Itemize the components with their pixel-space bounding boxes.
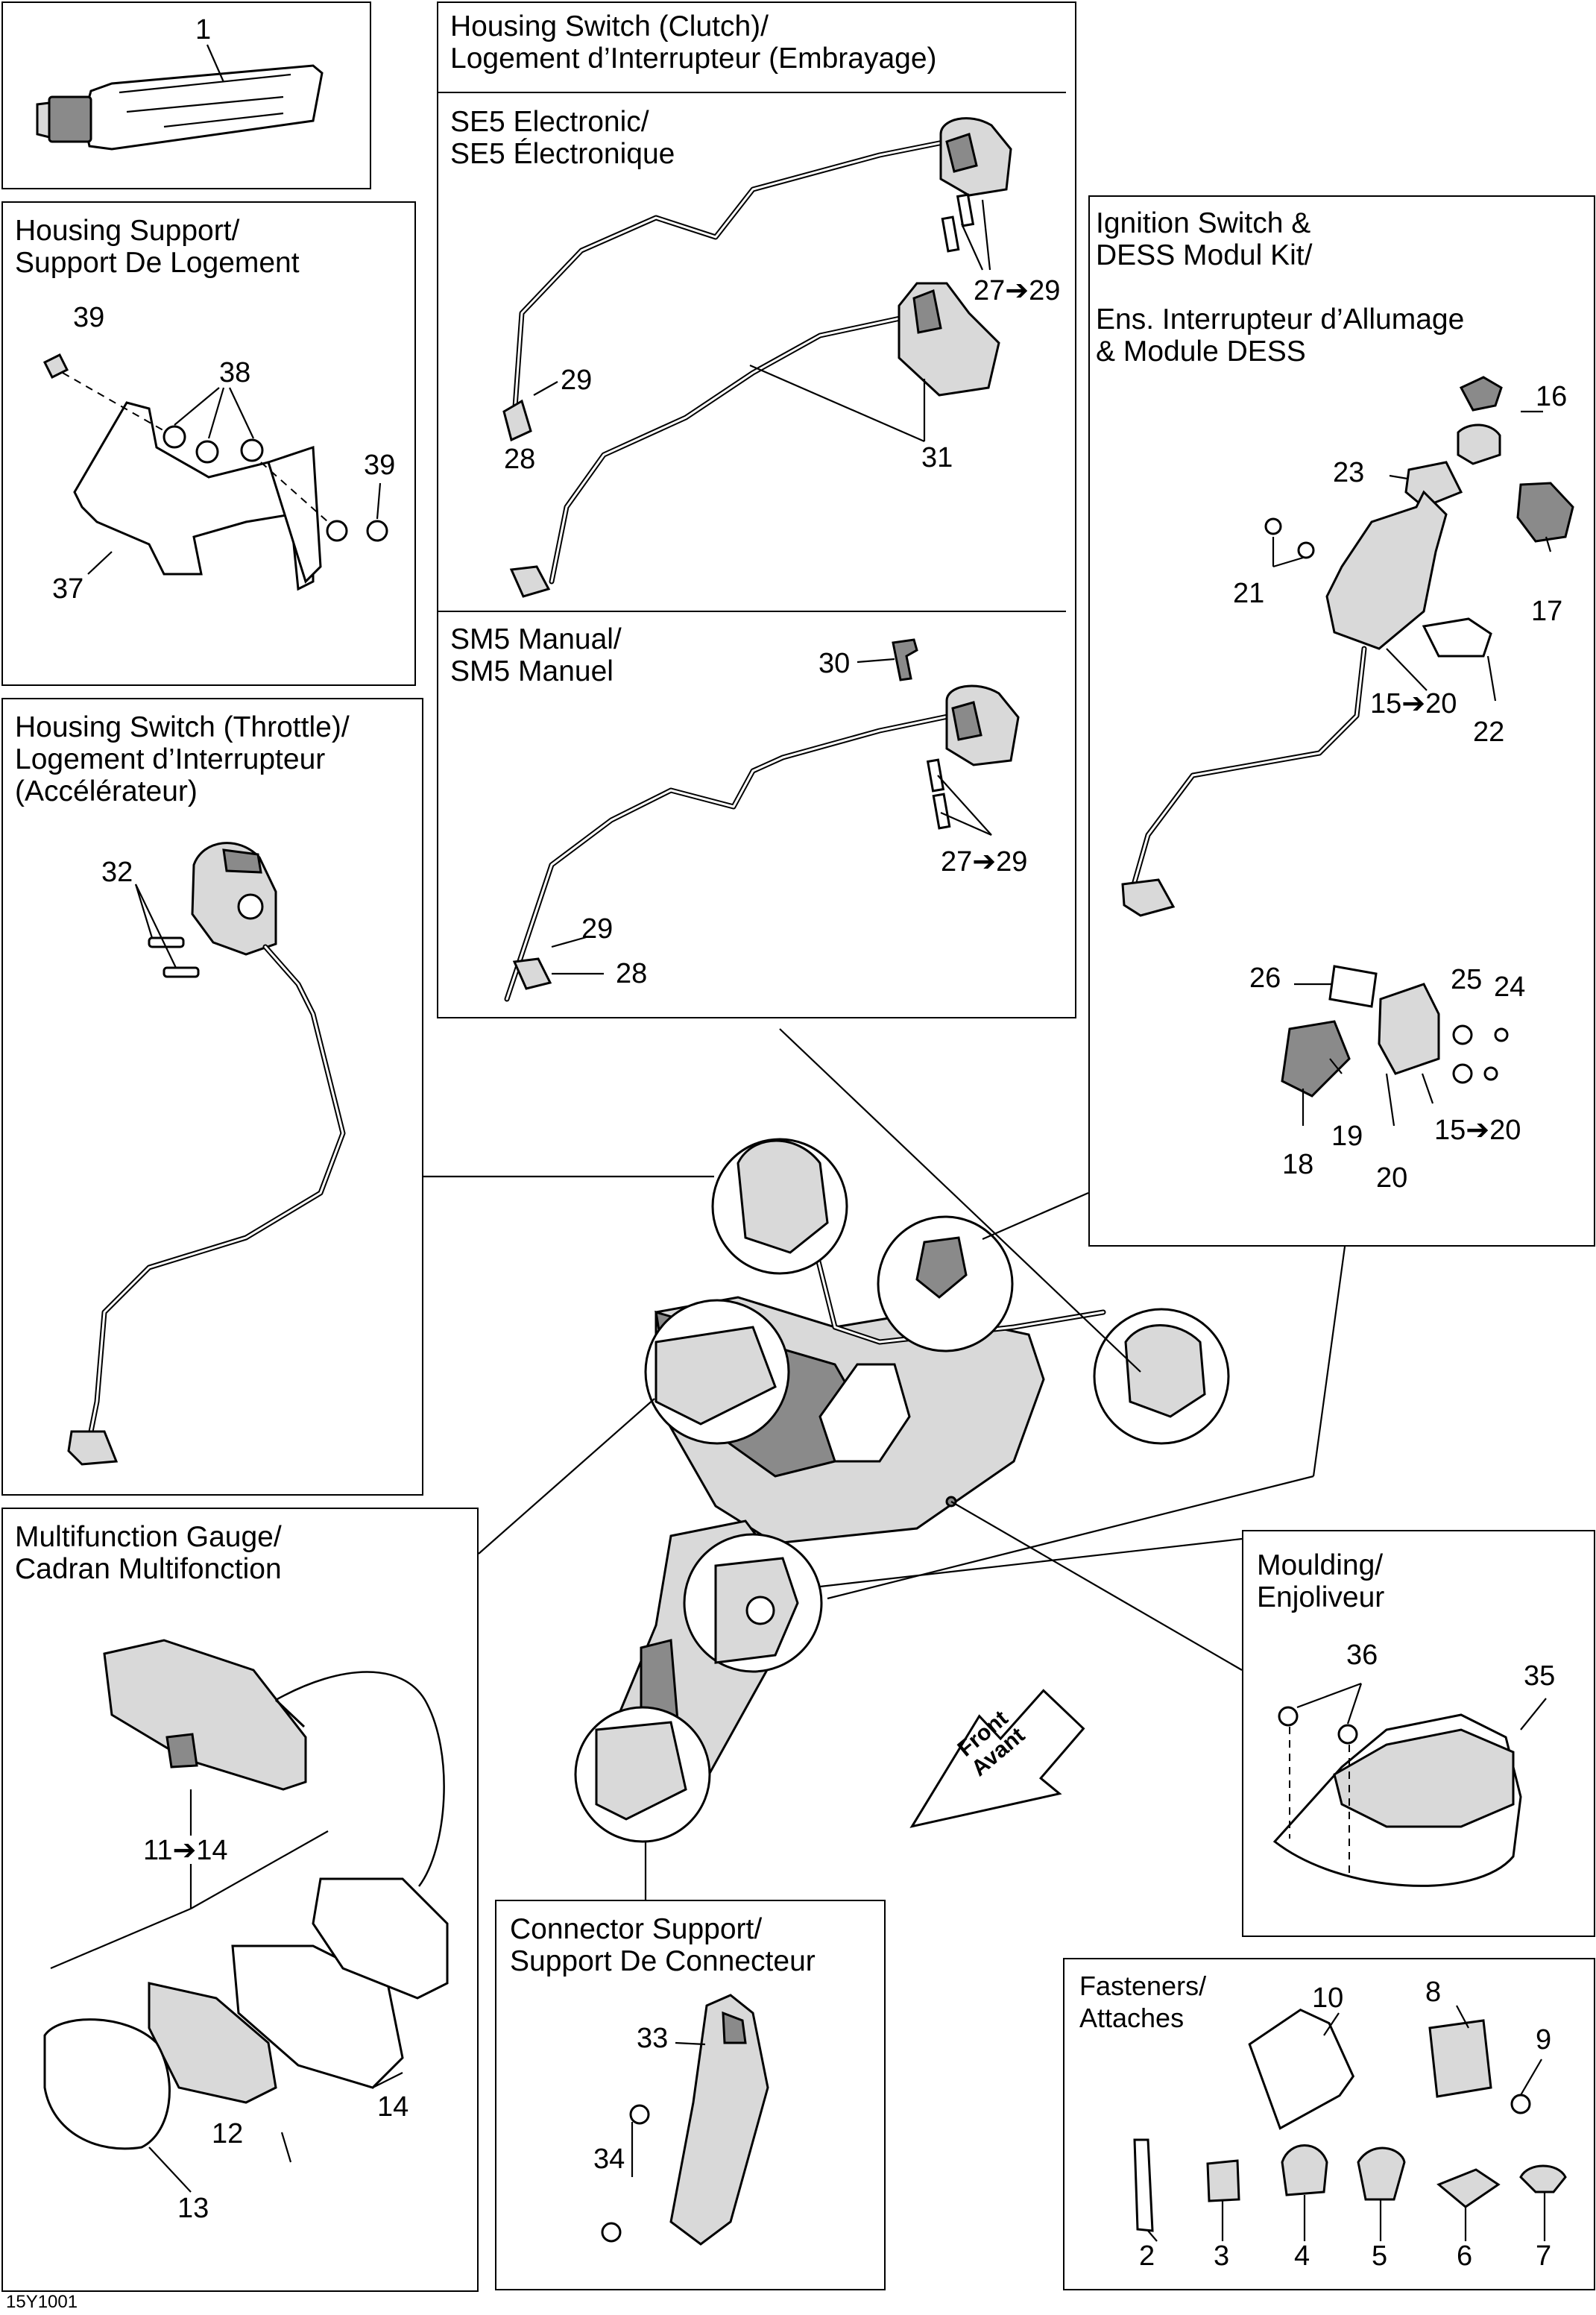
fasteners-label-item-7: 7 <box>1536 2240 1552 2272</box>
throttle-housing-assembly <box>67 842 346 1466</box>
diagram-code: 15Y1001 <box>6 2292 78 2312</box>
throttle-panel-title: Housing Switch (Throttle)/ Logement d’In… <box>15 711 350 807</box>
connector-support-part <box>601 1994 769 2246</box>
fasteners-label-clip: 8 <box>1425 1977 1442 2008</box>
ignition-label-seal: 19 <box>1331 1121 1363 1152</box>
ignition-panel-title: Ignition Switch & DESS Modul Kit/ Ens. I… <box>1096 207 1465 368</box>
se5-label-housing: 31 <box>921 442 953 473</box>
se5-label-screws: 27➔29 <box>974 275 1061 306</box>
fasteners-label-push: 9 <box>1536 2024 1552 2056</box>
support-label-nut-right: 39 <box>364 450 396 481</box>
connector-label-rivets: 34 <box>593 2144 625 2175</box>
support-label-nuts-mid: 38 <box>219 357 251 388</box>
gauge-label-gasket: 14 <box>377 2091 409 2123</box>
fasteners-label-item-6: 6 <box>1457 2240 1473 2272</box>
ignition-label-screw: 24 <box>1494 971 1526 1003</box>
fasteners-label-item-2: 2 <box>1139 2240 1155 2272</box>
support-label-bracket: 37 <box>52 573 84 605</box>
fasteners-label-item-3: 3 <box>1214 2240 1230 2272</box>
se5-label-clip-b: 28 <box>504 444 536 475</box>
ignition-label-harness: 15➔20 <box>1370 688 1457 719</box>
ignition-label-plug: 22 <box>1473 716 1505 748</box>
moulding-panel-title: Moulding/ Enjoliveur <box>1257 1549 1385 1613</box>
sm5-switch-assembly <box>504 638 1020 1002</box>
throttle-label-screws: 32 <box>101 857 133 888</box>
ignition-label-cap: 23 <box>1333 457 1365 488</box>
housing-support-title: Housing Support/ Support De Logement <box>15 215 300 279</box>
ignition-label-washer: 25 <box>1451 964 1483 995</box>
support-label-nut-left: 39 <box>73 302 105 333</box>
ignition-label-module: 20 <box>1376 1162 1408 1194</box>
sm5-label-clip-a: 29 <box>581 913 614 945</box>
moulding-label-moulding: 35 <box>1524 1660 1556 1692</box>
gauge-parts <box>43 1639 449 2193</box>
ignition-label-switch: 17 <box>1531 596 1563 627</box>
front-arrow <box>909 1689 1085 1828</box>
moulding-part <box>1272 1682 1547 1887</box>
se5-title: SE5 Electronic/ SE5 Électronique <box>450 106 675 170</box>
label-compound: 1 <box>195 14 212 45</box>
sm5-label-clip-b: 28 <box>616 958 648 989</box>
sm5-label-screws: 27➔29 <box>941 846 1028 878</box>
fasteners-label-item-4: 4 <box>1294 2240 1310 2272</box>
fasteners-label-item-5: 5 <box>1372 2240 1388 2272</box>
se5-label-clip-a: 29 <box>561 365 593 396</box>
ignition-label-key: 16 <box>1536 381 1568 412</box>
housing-switch-throttle-panel <box>1 698 423 1496</box>
ignition-label-gasket: 26 <box>1249 963 1281 994</box>
ignition-switch-panel <box>1088 195 1595 1247</box>
ignition-label-screws: 21 <box>1233 578 1265 609</box>
connector-support-title: Connector Support/ Support De Connecteur <box>510 1913 816 1977</box>
center-steering-assembly <box>574 1138 1230 1843</box>
ignition-label-connector: 18 <box>1282 1149 1314 1180</box>
gauge-label-gauge: 11➔14 <box>143 1835 228 1866</box>
fasteners-panel-title: Fasteners/ Attaches <box>1079 1971 1207 2033</box>
gauge-panel-title: Multifunction Gauge/ Cadran Multifonctio… <box>15 1521 282 1585</box>
panel-connector-lines <box>423 1028 1346 1900</box>
clutch-panel-title: Housing Switch (Clutch)/ Logement d’Inte… <box>450 10 937 75</box>
fastener-parts <box>1133 2005 1567 2242</box>
connector-support-panel <box>495 1900 886 2290</box>
moulding-label-rivets: 36 <box>1346 1640 1378 1671</box>
se5-switch-assembly <box>502 117 1012 598</box>
connector-label-support: 33 <box>637 2023 669 2054</box>
compound-tube <box>36 44 324 151</box>
ignition-switch-assembly <box>1121 376 1574 1127</box>
gauge-label-lens: 12 <box>212 2118 244 2149</box>
ignition-label-harness-b: 15➔20 <box>1434 1115 1521 1146</box>
sm5-title: SM5 Manual/ SM5 Manuel <box>450 623 622 687</box>
sm5-label-pin: 30 <box>818 648 851 679</box>
fasteners-label-tube: 10 <box>1312 1982 1344 2014</box>
gauge-label-bezel: 13 <box>177 2193 209 2224</box>
housing-support-bracket <box>42 353 388 591</box>
